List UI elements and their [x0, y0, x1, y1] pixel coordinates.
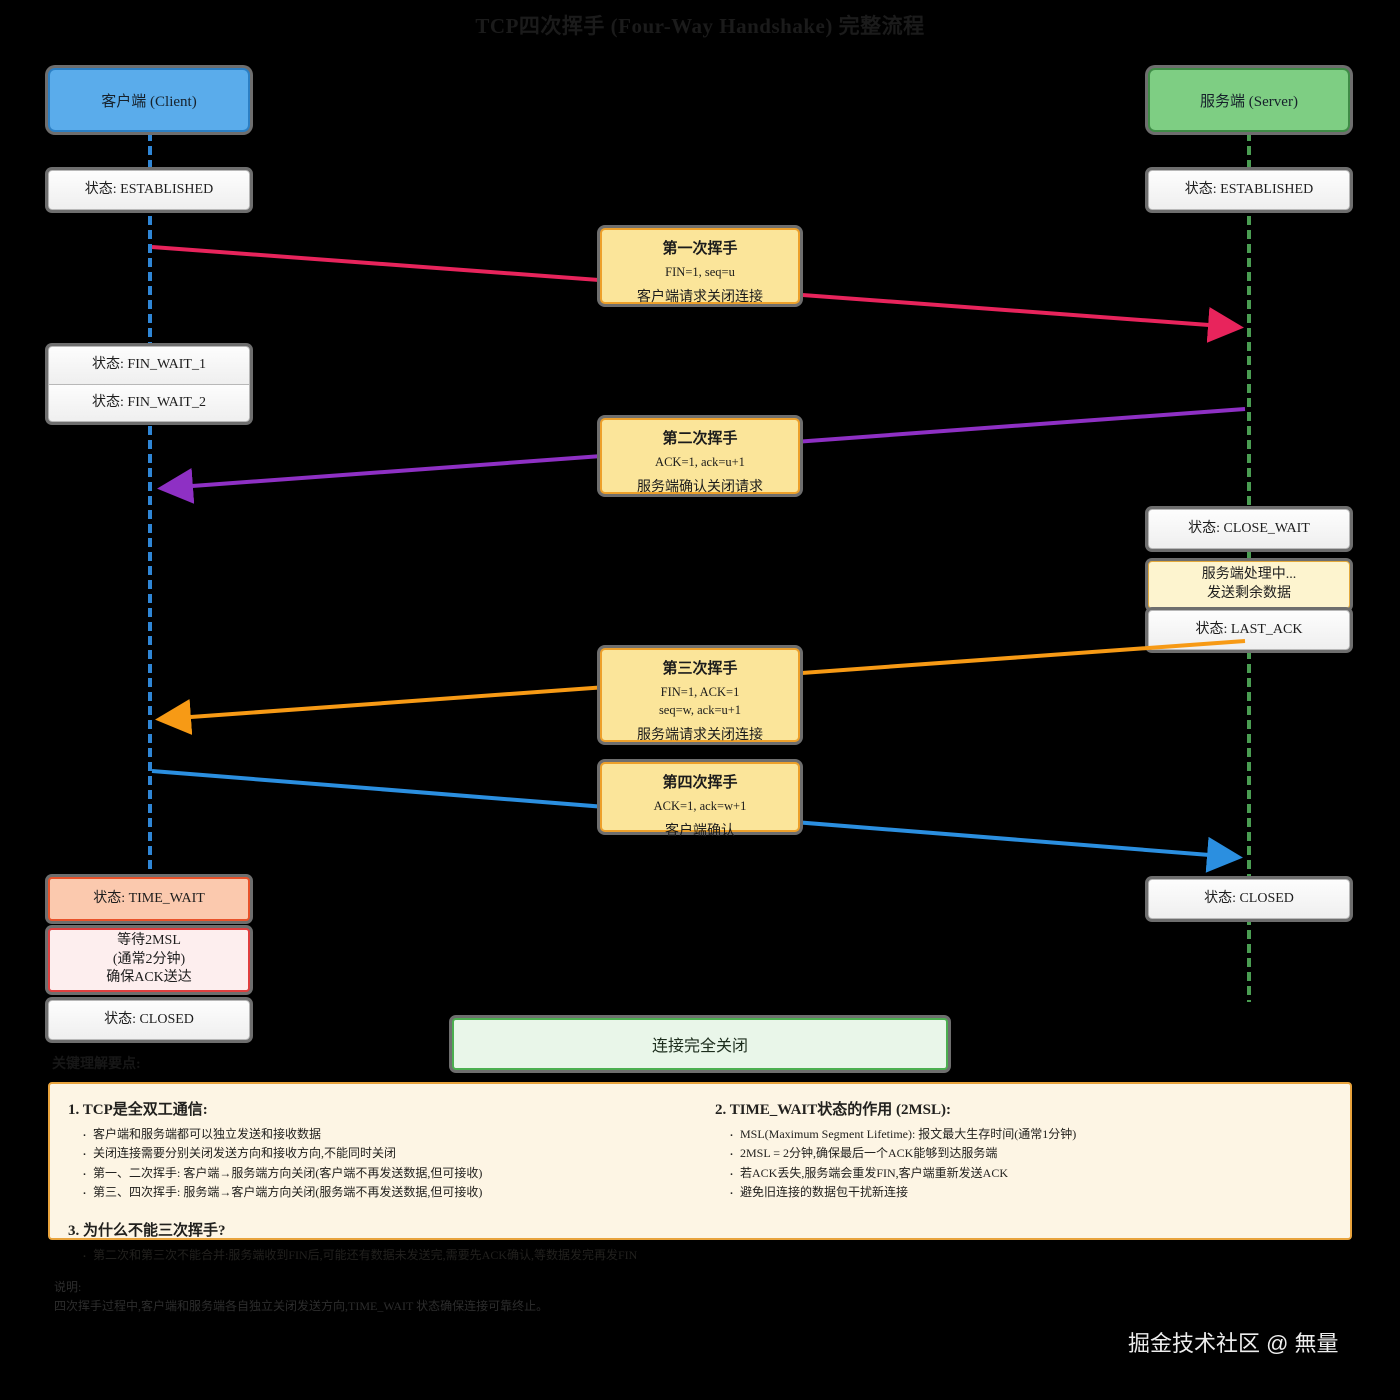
client-state-closed: 状态: CLOSED [48, 1000, 250, 1040]
message-4-desc: 客户端确认 [665, 824, 735, 840]
note-3-number: 3. [68, 1222, 80, 1239]
server-state-closed: 状态: CLOSED [1148, 879, 1350, 919]
note-item: MSL(Maximum Segment Lifetime): 报文最大生存时间(… [729, 1124, 1332, 1149]
final-banner-label: 连接完全关闭 [651, 1038, 748, 1055]
note-1-number: 1. [68, 1102, 80, 1118]
note-1-list: 客户端和服务端都可以独立发送和接收数据 关闭连接需要分别关闭发送方向和接收方向,… [82, 1124, 685, 1207]
server-processing-note: 服务端处理中... 发送剩余数据 [1148, 561, 1350, 609]
msl-line-1: 等待2MSL [117, 932, 181, 948]
note-3-heading: 3. 为什么不能三次挥手? [68, 1219, 685, 1240]
actor-client-label: 客户端 (Client) [101, 93, 197, 110]
message-2-title: 第二次挥手 [662, 431, 738, 447]
state-label: 状态: LAST_ACK [1195, 621, 1303, 637]
notes-column-right: 2. TIME_WAIT状态的作用 (2MSL): MSL(Maximum Se… [715, 1098, 1332, 1220]
note-item: 第二次和第三次不能合并:服务端收到FIN后,可能还有数据未发送完,需要先ACK确… [82, 1245, 685, 1270]
message-2-desc: 服务端确认关闭请求 [637, 480, 763, 496]
msl-line-3: 确保ACK送达 [106, 970, 192, 986]
state-label: 状态: CLOSE_WAIT [1188, 520, 1310, 536]
note-2-list: MSL(Maximum Segment Lifetime): 报文最大生存时间(… [729, 1124, 1332, 1207]
actor-client[interactable]: 客户端 (Client) [48, 68, 250, 132]
message-2-flags: ACK=1, ack=u+1 [655, 455, 745, 469]
client-lifeline [148, 132, 152, 876]
note-2-title: TIME_WAIT状态的作用 (2MSL): [729, 1102, 951, 1118]
note-1-heading: 1. TCP是全双工通信: [68, 1098, 685, 1119]
server-state-last-ack: 状态: LAST_ACK [1148, 610, 1350, 650]
client-state-finwait-group: 状态: FIN_WAIT_1 状态: FIN_WAIT_2 [48, 346, 250, 422]
note-item: 避免旧连接的数据包干扰新连接 [729, 1182, 1332, 1207]
message-3-desc: 服务端请求关闭连接 [637, 728, 763, 744]
page-title: TCP四次挥手 (Four-Way Handshake) 完整流程 [475, 14, 925, 38]
note-item: 关闭连接需要分别关闭发送方向和接收方向,不能同时关闭 [82, 1143, 685, 1168]
server-state-close-wait: 状态: CLOSE_WAIT [1148, 509, 1350, 549]
notes-column-left: 1. TCP是全双工通信: 客户端和服务端都可以独立发送和接收数据 关闭连接需要… [68, 1098, 685, 1270]
notes-panel: 1. TCP是全双工通信: 客户端和服务端都可以独立发送和接收数据 关闭连接需要… [48, 1082, 1352, 1270]
message-3-title: 第三次挥手 [662, 661, 738, 677]
state-label: 状态: CLOSED [1204, 890, 1294, 906]
watermark: 掘金技术社区 @ 無量 [1128, 1331, 1339, 1356]
client-state-fin-wait-2: 状态: FIN_WAIT_2 [48, 384, 250, 422]
state-label: 状态: ESTABLISHED [1184, 181, 1314, 197]
notes-heading: 关键理解要点: [52, 1057, 141, 1072]
state-label: 状态: ESTABLISHED [84, 181, 214, 197]
footnote: 说明: 四次挥手过程中,客户端和服务端各自独立关闭发送方向,TIME_WAIT … [54, 1280, 549, 1314]
note-item: 客户端和服务端都可以独立发送和接收数据 [82, 1124, 685, 1149]
message-1-title: 第一次挥手 [662, 241, 738, 257]
message-1-flags: FIN=1, seq=u [665, 265, 735, 279]
message-1-desc: 客户端请求关闭连接 [637, 290, 763, 306]
message-box-2: 第二次挥手 ACK=1, ack=u+1 服务端确认关闭请求 [600, 418, 800, 496]
state-label: 状态: CLOSED [104, 1011, 194, 1027]
note-2-heading: 2. TIME_WAIT状态的作用 (2MSL): [715, 1098, 1332, 1119]
note-1-title: TCP是全双工通信: [82, 1102, 208, 1118]
message-3-flags: FIN=1, ACK=1 [660, 685, 740, 699]
message-3-flags-2: seq=w, ack=u+1 [658, 703, 742, 718]
actor-server[interactable]: 服务端 (Server) [1148, 68, 1350, 132]
client-msl-wait-note: 等待2MSL (通常2分钟) 确保ACK送达 [48, 928, 250, 992]
note-item: 若ACK丢失,服务端会重发FIN,客户端重新发送ACK [729, 1163, 1332, 1188]
connection-closed-banner: 连接完全关闭 [452, 1018, 948, 1070]
note-item: 2MSL = 2分钟,确保最后一个ACK能够到达服务端 [729, 1143, 1332, 1168]
client-state-time-wait: 状态: TIME_WAIT [48, 877, 250, 921]
message-box-1: 第一次挥手 FIN=1, seq=u 客户端请求关闭连接 [600, 228, 800, 306]
message-4-title: 第四次挥手 [662, 775, 738, 791]
note-item: 第三、四次挥手: 服务端→客户端方向关闭(服务端不再发送数据,但可接收) [82, 1182, 685, 1207]
msl-line-2: (通常2分钟) [112, 951, 186, 967]
message-box-4: 第四次挥手 ACK=1, ack=w+1 客户端确认 [600, 762, 800, 839]
note-3-list: 第二次和第三次不能合并:服务端收到FIN后,可能还有数据未发送完,需要先ACK确… [82, 1245, 685, 1270]
message-box-3: 第三次挥手 FIN=1, ACK=1 seq=w, ack=u+1 服务端请求关… [600, 648, 800, 744]
note-item: 第一、二次挥手: 客户端→服务端方向关闭(客户端不再发送数据,但可接收) [82, 1163, 685, 1188]
note-2-number: 2. [715, 1102, 727, 1118]
client-state-fin-wait-1: 状态: FIN_WAIT_1 [48, 346, 250, 384]
actor-server-label: 服务端 (Server) [1200, 93, 1298, 110]
state-label: 状态: TIME_WAIT [93, 890, 205, 906]
message-4-flags: ACK=1, ack=w+1 [653, 799, 747, 813]
state-label: 状态: FIN_WAIT_1 [92, 357, 206, 373]
processing-line-1: 服务端处理中... [1201, 567, 1297, 583]
state-label: 状态: FIN_WAIT_2 [92, 394, 206, 410]
server-state-established: 状态: ESTABLISHED [1148, 170, 1350, 210]
processing-line-2: 发送剩余数据 [1207, 586, 1291, 601]
note-3-title: 为什么不能三次挥手? [83, 1222, 226, 1239]
client-state-established: 状态: ESTABLISHED [48, 170, 250, 210]
